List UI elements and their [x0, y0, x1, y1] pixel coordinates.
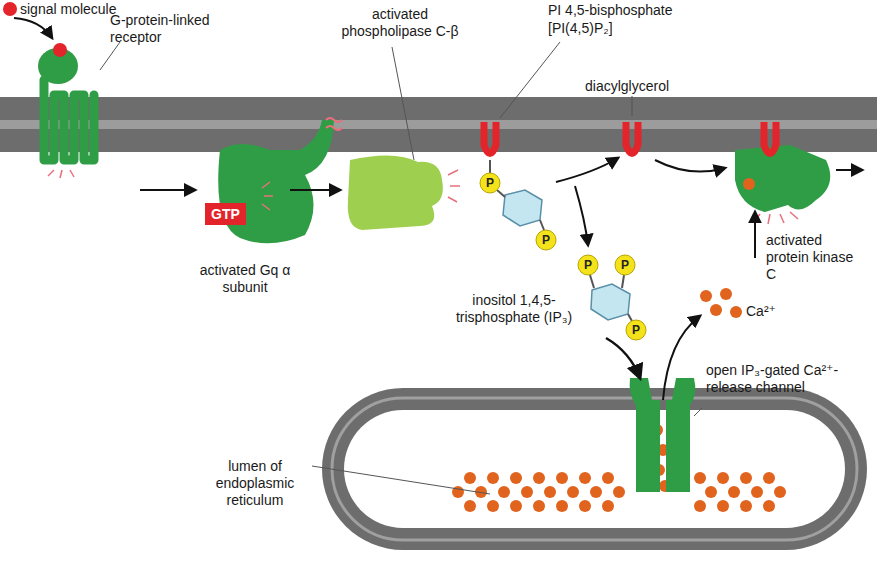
phosphate: [615, 255, 635, 275]
activation-rays: [262, 182, 273, 210]
lipid-anchor: [326, 118, 342, 130]
diacylglycerol: [626, 122, 638, 154]
bond: [489, 160, 491, 173]
inositol-ring: [503, 190, 542, 226]
channel-half: [630, 378, 660, 492]
arrow: [655, 160, 725, 172]
ion-label: Ca²⁺: [746, 303, 806, 320]
phosphate: [536, 230, 556, 250]
receptor-label: G-protein-linked receptor: [110, 12, 210, 46]
enzyme-label: activated protein kinase C: [766, 232, 866, 283]
er-membrane: [322, 388, 867, 550]
arrow: [556, 158, 618, 182]
lipid-tail: [484, 122, 496, 154]
arrow: [140, 189, 195, 191]
calcium-store: [452, 424, 786, 512]
diacylglycerol: [764, 122, 776, 154]
arrow: [290, 189, 340, 191]
arrow: [606, 338, 640, 378]
gtp-box: GTP: [205, 203, 246, 225]
activation-rays: [448, 170, 460, 202]
lipid-formula: [PI(4,5)P₂]: [548, 20, 718, 37]
box-text: GTP: [211, 206, 240, 222]
receptor: [44, 80, 94, 160]
arrow: [14, 18, 52, 38]
channel-half: [666, 378, 695, 492]
bond: [628, 314, 632, 321]
arrow: [663, 316, 700, 400]
protein-label: activated Gq α subunit: [185, 262, 305, 296]
plasma-membrane: [0, 97, 877, 152]
protein-kinase-c: [735, 145, 830, 212]
bond: [590, 275, 594, 288]
enzyme-label: activated phospholipase C-β: [335, 6, 465, 40]
channel-label: open IP₃-gated Ca²⁺-release channel: [706, 362, 856, 396]
lipid-label: diacylglycerol: [585, 78, 695, 95]
activation-rays: [754, 212, 798, 224]
phosphate-label: P: [480, 173, 500, 193]
leader-line: [392, 47, 414, 160]
leader-line: [100, 42, 120, 70]
phosphate-label: P: [578, 255, 598, 275]
phosphate: [480, 173, 500, 193]
phosphate-label: P: [615, 255, 635, 275]
lipid-label: PI 4,5-bisphosphate: [548, 2, 718, 19]
calcium-ions: [700, 288, 742, 318]
phosphate: [578, 255, 598, 275]
leader-line: [632, 96, 633, 116]
leader-line: [694, 408, 702, 416]
phosphate-label: P: [536, 230, 556, 250]
leader-line: [312, 466, 490, 494]
calcium-ion: [743, 178, 755, 190]
activation-rays: [48, 170, 74, 178]
er-membrane-line: [332, 398, 857, 540]
leader-line: [500, 42, 560, 118]
inositol-ring: [591, 284, 630, 320]
signal-molecule: [3, 2, 17, 16]
phosphate: [626, 320, 646, 340]
compartment-label: lumen of endoplasmic reticulum: [200, 458, 310, 509]
arrow: [575, 186, 588, 245]
messenger-label: inositol 1,4,5-trisphosphate (IP₃): [450, 292, 578, 326]
phosphate-label: P: [626, 320, 646, 340]
bond: [497, 190, 505, 197]
phospholipase-c: [348, 155, 443, 230]
bound-signal: [53, 43, 67, 57]
bond: [622, 275, 624, 288]
bond: [540, 220, 544, 230]
membrane-midline: [0, 120, 877, 129]
arrow: [836, 169, 862, 171]
arrow: [754, 212, 756, 258]
er-lumen: [344, 410, 845, 528]
